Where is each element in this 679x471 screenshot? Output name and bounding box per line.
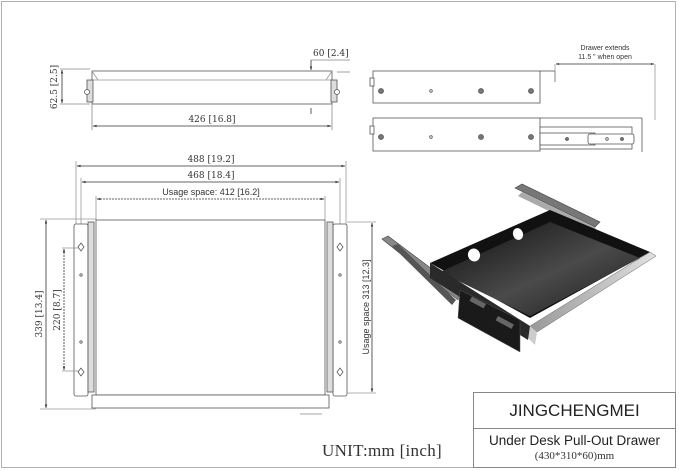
title-block: JINGCHENGMEI Under Desk Pull-Out Drawer …	[473, 392, 676, 468]
usage-width-label: Usage space: 412 [16.2]	[162, 187, 260, 197]
mount-width-label: 468 [18.4]	[187, 171, 234, 181]
product-photo	[381, 183, 657, 353]
extension-note-line1: Drawer extends	[580, 45, 630, 52]
side-width-label: 426 [16.8]	[188, 115, 235, 125]
hole-spacing-label: 220 [8.7]	[53, 289, 63, 330]
product-name: Under Desk Pull-Out Drawer	[488, 433, 661, 448]
rail-view-closed	[369, 70, 556, 104]
usage-depth-label: Usage space 313 [12.3]	[361, 259, 371, 354]
side-height-label: 62.5 [2.5]	[50, 65, 60, 109]
unit-label: UNIT:mm [inch]	[322, 441, 442, 460]
brand-name: JINGCHENGMEI	[474, 393, 675, 429]
overall-width-label: 488 [19.2]	[187, 155, 234, 165]
extension-dimension	[554, 62, 656, 120]
product-size: (430*310*60)mm	[534, 450, 615, 462]
overall-depth-label: 339 [13.4]	[35, 290, 45, 337]
side-depth-label: 60 [2.4]	[313, 49, 349, 59]
side-view	[60, 59, 350, 130]
extension-note-line2: 11.5 " when open	[578, 54, 632, 61]
rail-view-extended	[369, 117, 643, 152]
top-view	[40, 161, 376, 410]
